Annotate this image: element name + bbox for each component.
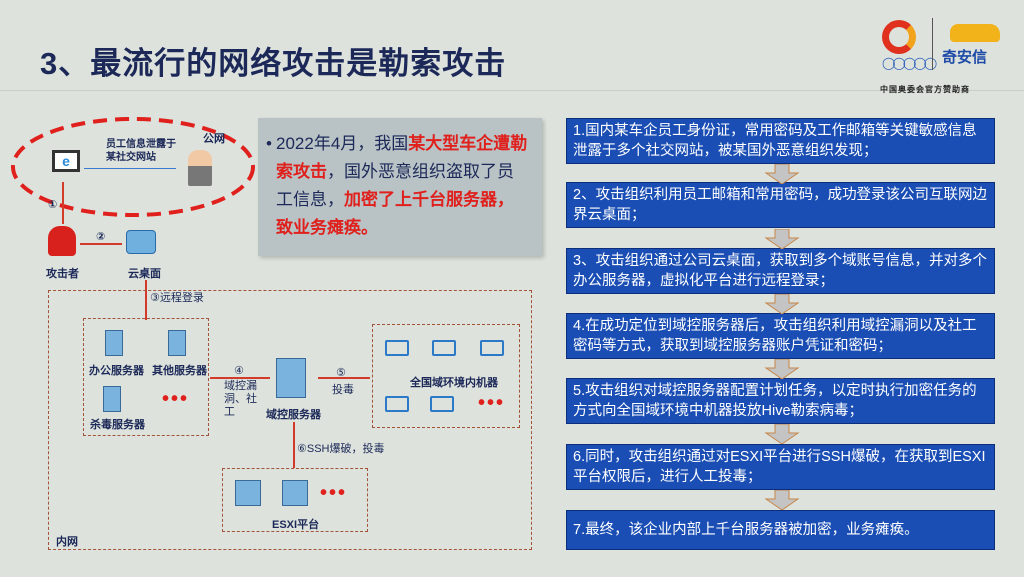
sponsor-text: 中国奥委会官方赞助商 xyxy=(880,85,970,94)
slide-title: 3、最流行的网络攻击是勒索攻击 xyxy=(40,46,507,81)
domain-controller-icon xyxy=(276,358,306,398)
step-box: 3、攻击组织通过公司云桌面，获取到多个域账号信息，并对多个办公服务器，虚拟化平台… xyxy=(566,248,995,294)
arrow-6 xyxy=(293,422,295,468)
server-icon xyxy=(168,330,186,356)
laptop-icon xyxy=(432,340,456,356)
public-net-label: 公网 xyxy=(203,133,225,145)
intranet-label: 内网 xyxy=(56,536,78,548)
server-icon xyxy=(103,386,121,412)
arrow-5 xyxy=(318,377,370,379)
step-5-marker: ⑤ xyxy=(336,367,346,379)
summary-callout: • 2022年4月，我国某大型车企遭勒索攻击，国外恶意组织盗取了员工信息，加密了… xyxy=(258,118,542,256)
laptop-icon xyxy=(430,396,454,412)
employee-icon xyxy=(188,150,212,186)
step-box: 1.国内某车企员工身份证，常用密码及工作邮箱等关键敏感信息泄露于多个社交网站，被… xyxy=(566,118,995,164)
step-box: 6.同时，攻击组织通过对ESXI平台进行SSH爆破，在获取到ESXI平台权限后，… xyxy=(566,444,995,490)
more-indicator: ••• xyxy=(478,392,506,414)
step-4-label: 域控漏洞、社工 xyxy=(224,380,257,418)
esxi-server-icon xyxy=(235,480,261,506)
step-6-label: ⑥SSH爆破，投毒 xyxy=(297,443,385,455)
intranet-zone xyxy=(48,290,532,550)
laptop-icon xyxy=(385,340,409,356)
callout-highlight: 加密了上千台服务器，致业务瘫痪。 xyxy=(276,190,514,237)
down-arrow-icon xyxy=(764,424,800,444)
divider xyxy=(0,90,1024,91)
down-arrow-icon xyxy=(764,229,800,249)
nationwide-machines-label: 全国域环境内机器 xyxy=(410,377,498,389)
step-box: 5.攻击组织对域控服务器配置计划任务，以定时执行加密任务的方式向全国域环境中机器… xyxy=(566,378,995,424)
brand-name: 奇安信 xyxy=(942,49,988,66)
cloud-desktop-icon xyxy=(126,230,156,254)
step-3-label: ③远程登录 xyxy=(150,292,204,304)
browser-icon: e xyxy=(52,150,80,172)
down-arrow-icon xyxy=(764,490,800,510)
callout-highlight: 某大型车企遭勒索攻击 xyxy=(276,134,528,181)
server-icon xyxy=(105,330,123,356)
leak-arrow xyxy=(84,168,176,169)
olympic-flame-logo xyxy=(882,20,916,54)
leak-label: 员工信息泄露于某社交网站 xyxy=(106,139,176,163)
logo-divider xyxy=(932,18,933,70)
cloud-desktop-label: 云桌面 xyxy=(128,268,161,280)
laptop-icon xyxy=(385,396,409,412)
bullet: • xyxy=(266,134,272,153)
down-arrow-icon xyxy=(764,359,800,379)
esxi-label: ESXI平台 xyxy=(272,519,320,531)
public-net-ellipse xyxy=(11,117,255,217)
endpoints-group xyxy=(372,324,520,428)
step-box: 7.最终，该企业内部上千台服务器被加密，业务瘫痪。 xyxy=(566,510,995,550)
step-1-marker: ① xyxy=(48,199,58,211)
servers-group xyxy=(83,318,209,436)
step-box: 4.在成功定位到域控服务器后，攻击组织利用域控漏洞以及社工密码等方式，获取到域控… xyxy=(566,313,995,359)
arrow-3 xyxy=(145,280,147,320)
callout-text: ，国外恶意组织盗取了员工信息， xyxy=(276,162,514,209)
down-arrow-icon xyxy=(764,164,800,184)
dc-server-label: 域控服务器 xyxy=(266,409,321,421)
step-4-marker: ④ xyxy=(234,365,244,377)
step-5-label: 投毒 xyxy=(332,384,354,396)
arrow-4 xyxy=(210,377,270,379)
office-server-label: 办公服务器 xyxy=(89,365,144,377)
arrow-1 xyxy=(62,182,64,224)
other-server-label: 其他服务器 xyxy=(152,365,207,377)
attacker-icon xyxy=(48,226,76,256)
arrow-2 xyxy=(80,243,122,245)
attacker-label: 攻击者 xyxy=(46,268,79,280)
more-indicator: ••• xyxy=(320,482,348,504)
av-server-label: 杀毒服务器 xyxy=(90,419,145,431)
callout-text: 2022年4月，我国 xyxy=(276,134,409,153)
down-arrow-icon xyxy=(764,294,800,314)
step-box: 2、攻击组织利用员工邮箱和常用密码，成功登录该公司互联网边界云桌面； xyxy=(566,182,995,228)
step-2-marker: ② xyxy=(96,231,106,243)
esxi-group xyxy=(222,468,368,532)
laptop-icon xyxy=(480,340,504,356)
tiger-logo-icon xyxy=(950,24,1000,42)
more-indicator: ••• xyxy=(162,388,190,410)
olympic-rings-icon: ◯◯◯◯◯ xyxy=(882,56,937,70)
esxi-server-icon xyxy=(282,480,308,506)
